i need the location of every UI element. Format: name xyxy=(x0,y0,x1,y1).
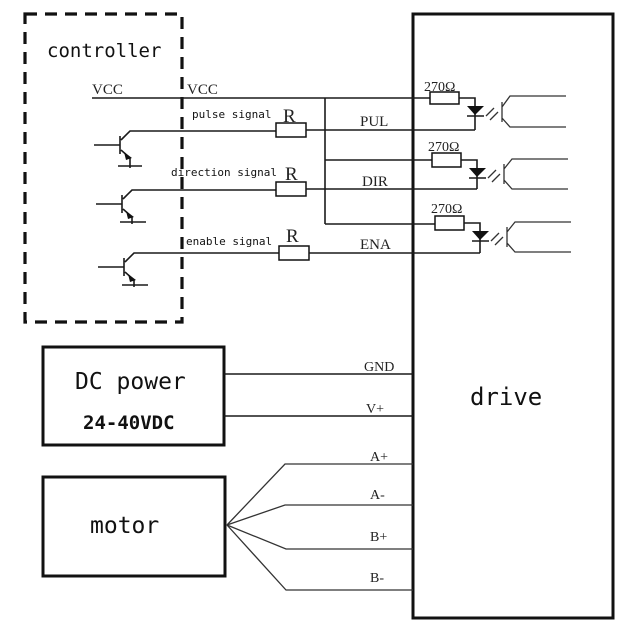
a-plus-wire xyxy=(226,463,413,526)
led-icon xyxy=(469,168,486,177)
motor-box xyxy=(41,475,227,578)
led-icon xyxy=(467,106,484,115)
dc-power-box xyxy=(41,345,226,447)
signal-direction: direction signal R DIR xyxy=(96,164,477,224)
a-plus-terminal: A+ xyxy=(370,450,388,465)
gnd-terminal: GND xyxy=(364,360,394,375)
pulse-resistor xyxy=(275,122,307,138)
pulse-resistor-label: R xyxy=(283,106,296,127)
a-minus-wire xyxy=(226,504,413,526)
b-plus-terminal: B+ xyxy=(370,530,387,545)
ena-input-resistor-label: 270Ω xyxy=(431,202,462,217)
direction-resistor-label: R xyxy=(285,164,298,185)
vplus-terminal: V+ xyxy=(366,402,384,417)
controller-title: controller xyxy=(47,40,161,62)
optocoupler-ena: 270Ω xyxy=(431,202,571,253)
pulse-signal-label: pulse signal xyxy=(192,108,271,121)
controller-boundary xyxy=(23,12,184,324)
optocoupler-pul: 270Ω xyxy=(424,80,566,130)
enable-resistor-label: R xyxy=(286,226,299,247)
dir-terminal: DIR xyxy=(362,174,388,190)
b-minus-terminal: B- xyxy=(370,571,384,586)
signal-pulse: pulse signal R PUL xyxy=(94,106,475,168)
transistor-direction xyxy=(96,189,276,224)
enable-resistor xyxy=(278,245,310,261)
enable-signal-label: enable signal xyxy=(186,235,272,248)
pul-terminal: PUL xyxy=(360,114,388,130)
led-icon xyxy=(472,231,489,240)
motor-title: motor xyxy=(90,513,159,539)
drive-box xyxy=(411,12,615,620)
phototransistor-icon xyxy=(501,95,566,128)
b-minus-wire xyxy=(226,524,413,591)
ena-terminal: ENA xyxy=(360,237,391,253)
signal-enable: enable signal R ENA xyxy=(98,226,480,287)
a-minus-terminal: A- xyxy=(370,488,385,503)
vcc-label-right: VCC xyxy=(187,82,218,98)
dc-power-title: DC power xyxy=(75,369,186,395)
phototransistor-icon xyxy=(503,158,568,190)
transistor-pulse xyxy=(94,130,300,168)
drive-title: drive xyxy=(470,383,542,411)
dir-input-resistor-label: 270Ω xyxy=(428,140,459,155)
direction-signal-label: direction signal xyxy=(171,166,277,179)
transistor-enable xyxy=(98,252,279,287)
dc-power-voltage: 24-40VDC xyxy=(83,412,175,434)
phototransistor-icon xyxy=(506,221,571,253)
vcc-label-left: VCC xyxy=(92,82,123,98)
direction-resistor xyxy=(275,181,307,197)
motor-wires xyxy=(226,463,413,591)
b-plus-wire xyxy=(226,524,413,550)
optocoupler-dir: 270Ω xyxy=(428,140,568,190)
